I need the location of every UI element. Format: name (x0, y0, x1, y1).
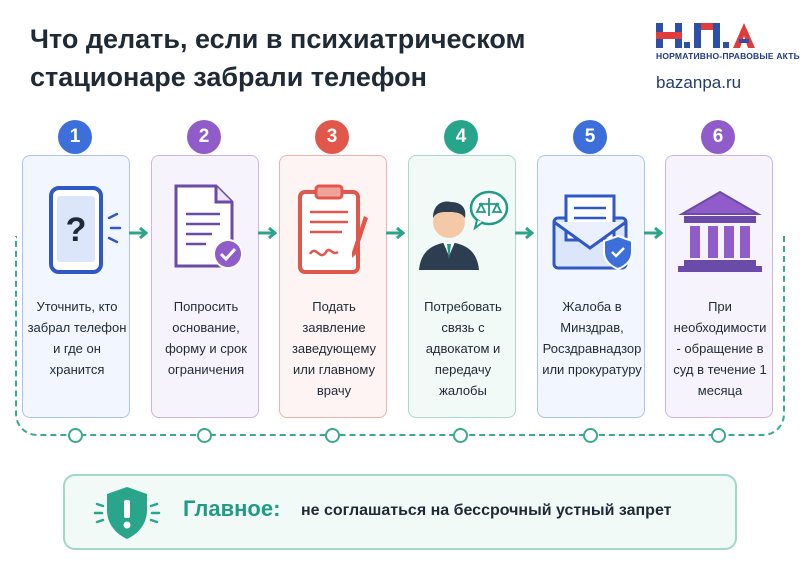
arrow-right-icon (644, 226, 664, 240)
main-text: не соглашаться на бессрочный устный запр… (301, 502, 672, 519)
arrow-right-icon (129, 226, 149, 240)
step-number-badge: 3 (315, 120, 349, 154)
envelope-shield-icon (538, 178, 646, 288)
clipboard-pen-icon (280, 178, 388, 288)
step-card-4: Потребовать связь с адвокатом и передачу… (408, 155, 516, 418)
logo: НОРМАТИВНО-ПРАВОВЫЕ АКТЫ (656, 20, 800, 61)
step-number-badge: 4 (444, 120, 478, 154)
step-text: При необходимости - обращение в суд в те… (673, 299, 767, 398)
step-text: Попросить основание, форму и срок ограни… (165, 299, 247, 377)
shield-warning-icon (93, 487, 161, 539)
logo-subtitle: НОРМАТИВНО-ПРАВОВЫЕ АКТЫ (656, 51, 800, 61)
lawyer-icon (409, 178, 517, 288)
step-number-badge: 6 (701, 120, 735, 154)
step-text: Жалоба в Минздрав, Росздравнадзор или пр… (542, 299, 642, 377)
svg-text:?: ? (66, 211, 87, 249)
timeline-dot (453, 428, 468, 443)
courthouse-icon (666, 178, 774, 288)
step-number-badge: 2 (187, 120, 221, 154)
timeline-line (15, 236, 785, 436)
step-card-2: Попросить основание, форму и срок ограни… (151, 155, 259, 418)
arrow-right-icon (386, 226, 406, 240)
npa-logo-icon (656, 23, 755, 48)
timeline-dot (711, 428, 726, 443)
site-link[interactable]: bazanpa.ru (656, 73, 742, 92)
step-text: Уточнить, кто забрал телефон и где он хр… (27, 299, 127, 377)
timeline-dots (0, 428, 800, 444)
timeline-dot (583, 428, 598, 443)
timeline-dot (325, 428, 340, 443)
step-number-badge: 5 (573, 120, 607, 154)
document-check-icon (152, 178, 260, 288)
timeline-dot (68, 428, 83, 443)
step-card-5: Жалоба в Минздрав, Росздравнадзор или пр… (537, 155, 645, 418)
step-text: Потребовать связь с адвокатом и передачу… (424, 299, 502, 398)
page-title: Что делать, если в психиатрическом стаци… (30, 24, 526, 92)
main-advice-box: Главное: не соглашаться на бессрочный ус… (63, 474, 737, 550)
step-text: Подать заявление заведующему или главном… (291, 299, 377, 398)
step-number-badge: 1 (58, 120, 92, 154)
main-label: Главное: (183, 496, 281, 521)
step-card-3: Подать заявление заведующему или главном… (279, 155, 387, 418)
step-card-1: ? Уточнить, кто забрал телефон и где он … (22, 155, 130, 418)
step-card-6: При необходимости - обращение в суд в те… (665, 155, 773, 418)
arrow-right-icon (258, 226, 278, 240)
timeline-dot (197, 428, 212, 443)
arrow-right-icon (515, 226, 535, 240)
phone-question-icon: ? (23, 178, 131, 288)
